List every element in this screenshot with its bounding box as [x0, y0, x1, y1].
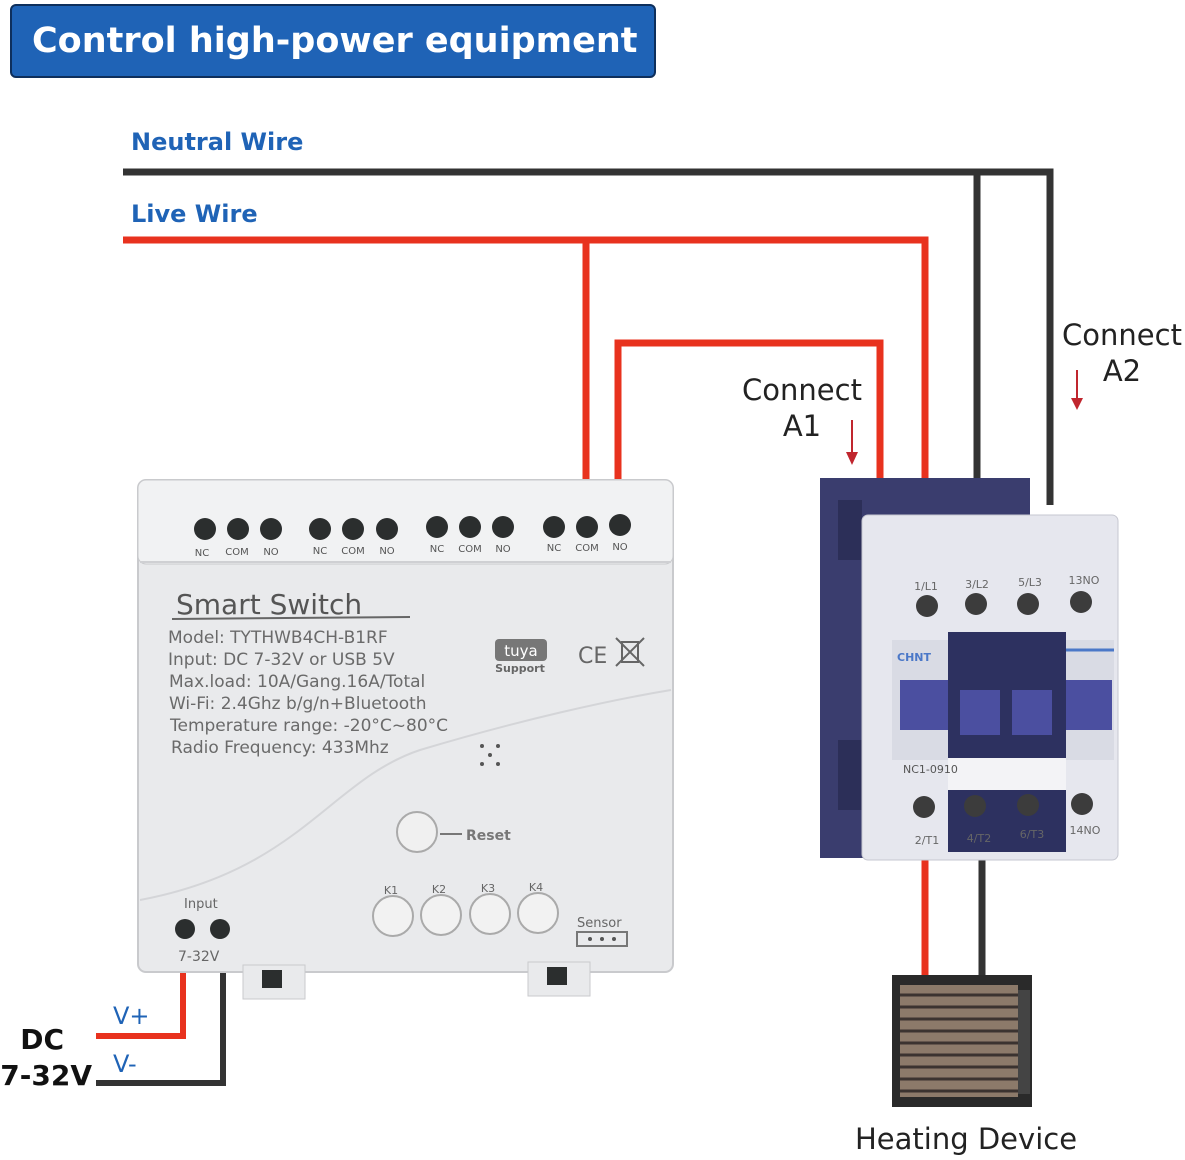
input-terminal-negative — [210, 919, 230, 939]
speaker-grille-icon — [480, 744, 500, 766]
terminal-no-4: NO — [612, 542, 627, 553]
terminal-1-l1: 1/L1 — [914, 580, 938, 593]
spec-temperature: Temperature range: -20°C~80°C — [169, 716, 448, 736]
input-voltage-label: 7-32V — [178, 949, 220, 965]
terminal-4-t2: 4/T2 — [967, 832, 991, 845]
dc-supply-label: DC 7-32V — [0, 1022, 92, 1094]
terminal-com-1: COM — [225, 547, 248, 558]
spec-model: Model: TYTHWB4CH-B1RF — [168, 628, 388, 648]
title-banner: Control high-power equipment — [10, 4, 656, 78]
connect-a1-line2: A1 — [782, 409, 822, 443]
terminal-6-t3: 6/T3 — [1020, 828, 1044, 841]
tuya-logo: tuya Support — [495, 639, 547, 675]
heating-device-label: Heating Device — [855, 1122, 1078, 1156]
connect-a2-label: Connect A2 — [1058, 317, 1185, 389]
terminal-nc-4: NC — [547, 543, 561, 554]
contactor-brand: CHNT — [897, 651, 931, 664]
din-clip-left — [242, 964, 306, 1000]
connect-a2-line2: A2 — [1102, 354, 1142, 388]
reset-button[interactable] — [396, 811, 438, 853]
ce-mark-icon: CE — [578, 644, 607, 669]
contactor-top-terminals: 1/L1 3/L2 5/L3 13NO — [914, 574, 1100, 593]
terminal-no-2: NO — [379, 546, 394, 557]
terminal-labels: NC COM NO NC COM NO NC COM NO NC COM NO — [195, 542, 628, 559]
terminal-3-l2: 3/L2 — [965, 578, 989, 591]
v-plus-label: V+ — [113, 1002, 150, 1030]
neutral-wire-label: Neutral Wire — [131, 128, 304, 156]
smart-switch-device: NC COM NO NC COM NO NC COM NO NC COM NO … — [137, 479, 674, 1000]
connect-a1-line1: Connect — [742, 373, 862, 407]
din-clip-right — [527, 961, 591, 997]
terminal-nc-2: NC — [313, 546, 327, 557]
sensor-label: Sensor — [577, 916, 622, 931]
terminal-nc-3: NC — [430, 544, 444, 555]
spec-radio-frequency: Radio Frequency: 433Mhz — [171, 738, 389, 758]
terminal-2-t1: 2/T1 — [915, 834, 939, 847]
k3-label: K3 — [481, 882, 495, 895]
terminal-com-4: COM — [575, 543, 598, 554]
svg-text:Support: Support — [495, 662, 545, 675]
terminal-com-3: COM — [458, 544, 481, 555]
spec-max-load: Max.load: 10A/Gang.16A/Total — [169, 672, 425, 692]
k3-button[interactable] — [469, 893, 511, 935]
input-terminal-positive — [175, 919, 195, 939]
spec-list: Model: TYTHWB4CH-B1RF Input: DC 7-32V or… — [168, 628, 448, 758]
v-minus-label: V- — [113, 1050, 137, 1078]
heater-icon — [892, 975, 1032, 1107]
neutral-wire — [123, 168, 1054, 545]
weee-bin-icon — [615, 637, 645, 667]
k1-label: K1 — [384, 884, 398, 897]
svg-text:tuya: tuya — [504, 642, 537, 660]
dc-label: DC — [20, 1023, 64, 1056]
connect-a1-label: Connect A1 — [738, 372, 866, 444]
spec-input: Input: DC 7-32V or USB 5V — [168, 650, 395, 670]
k1-button[interactable] — [372, 895, 414, 937]
contactor-bottom-terminals: 2/T1 4/T2 6/T3 14NO — [915, 824, 1101, 847]
terminal-13no: 13NO — [1069, 574, 1100, 587]
k4-button[interactable] — [517, 892, 559, 934]
terminal-5-l3: 5/L3 — [1018, 576, 1042, 589]
connect-a2-line1: Connect — [1062, 318, 1182, 352]
live-wire-label: Live Wire — [131, 200, 258, 228]
reset-label: Reset — [466, 828, 511, 844]
terminal-com-2: COM — [341, 546, 364, 557]
dc-voltage-label: 7-32V — [0, 1059, 92, 1092]
spec-wifi: Wi-Fi: 2.4Ghz b/g/n+Bluetooth — [169, 694, 427, 714]
smart-switch-name: Smart Switch — [176, 588, 362, 621]
input-label: Input — [184, 897, 218, 912]
k2-label: K2 — [432, 883, 446, 896]
sensor-port[interactable] — [576, 931, 628, 947]
terminal-no-3: NO — [495, 544, 510, 555]
terminal-no-1: NO — [263, 547, 278, 558]
k2-button[interactable] — [420, 894, 462, 936]
contactor-model: NC1-0910 — [903, 763, 958, 776]
k4-label: K4 — [529, 881, 543, 894]
relay-terminals — [194, 514, 631, 540]
terminal-nc-1: NC — [195, 548, 209, 559]
terminal-14no: 14NO — [1070, 824, 1101, 837]
contactor: 1/L1 3/L2 5/L3 13NO 2/T1 4/T2 6/T3 14NO … — [820, 478, 1119, 861]
